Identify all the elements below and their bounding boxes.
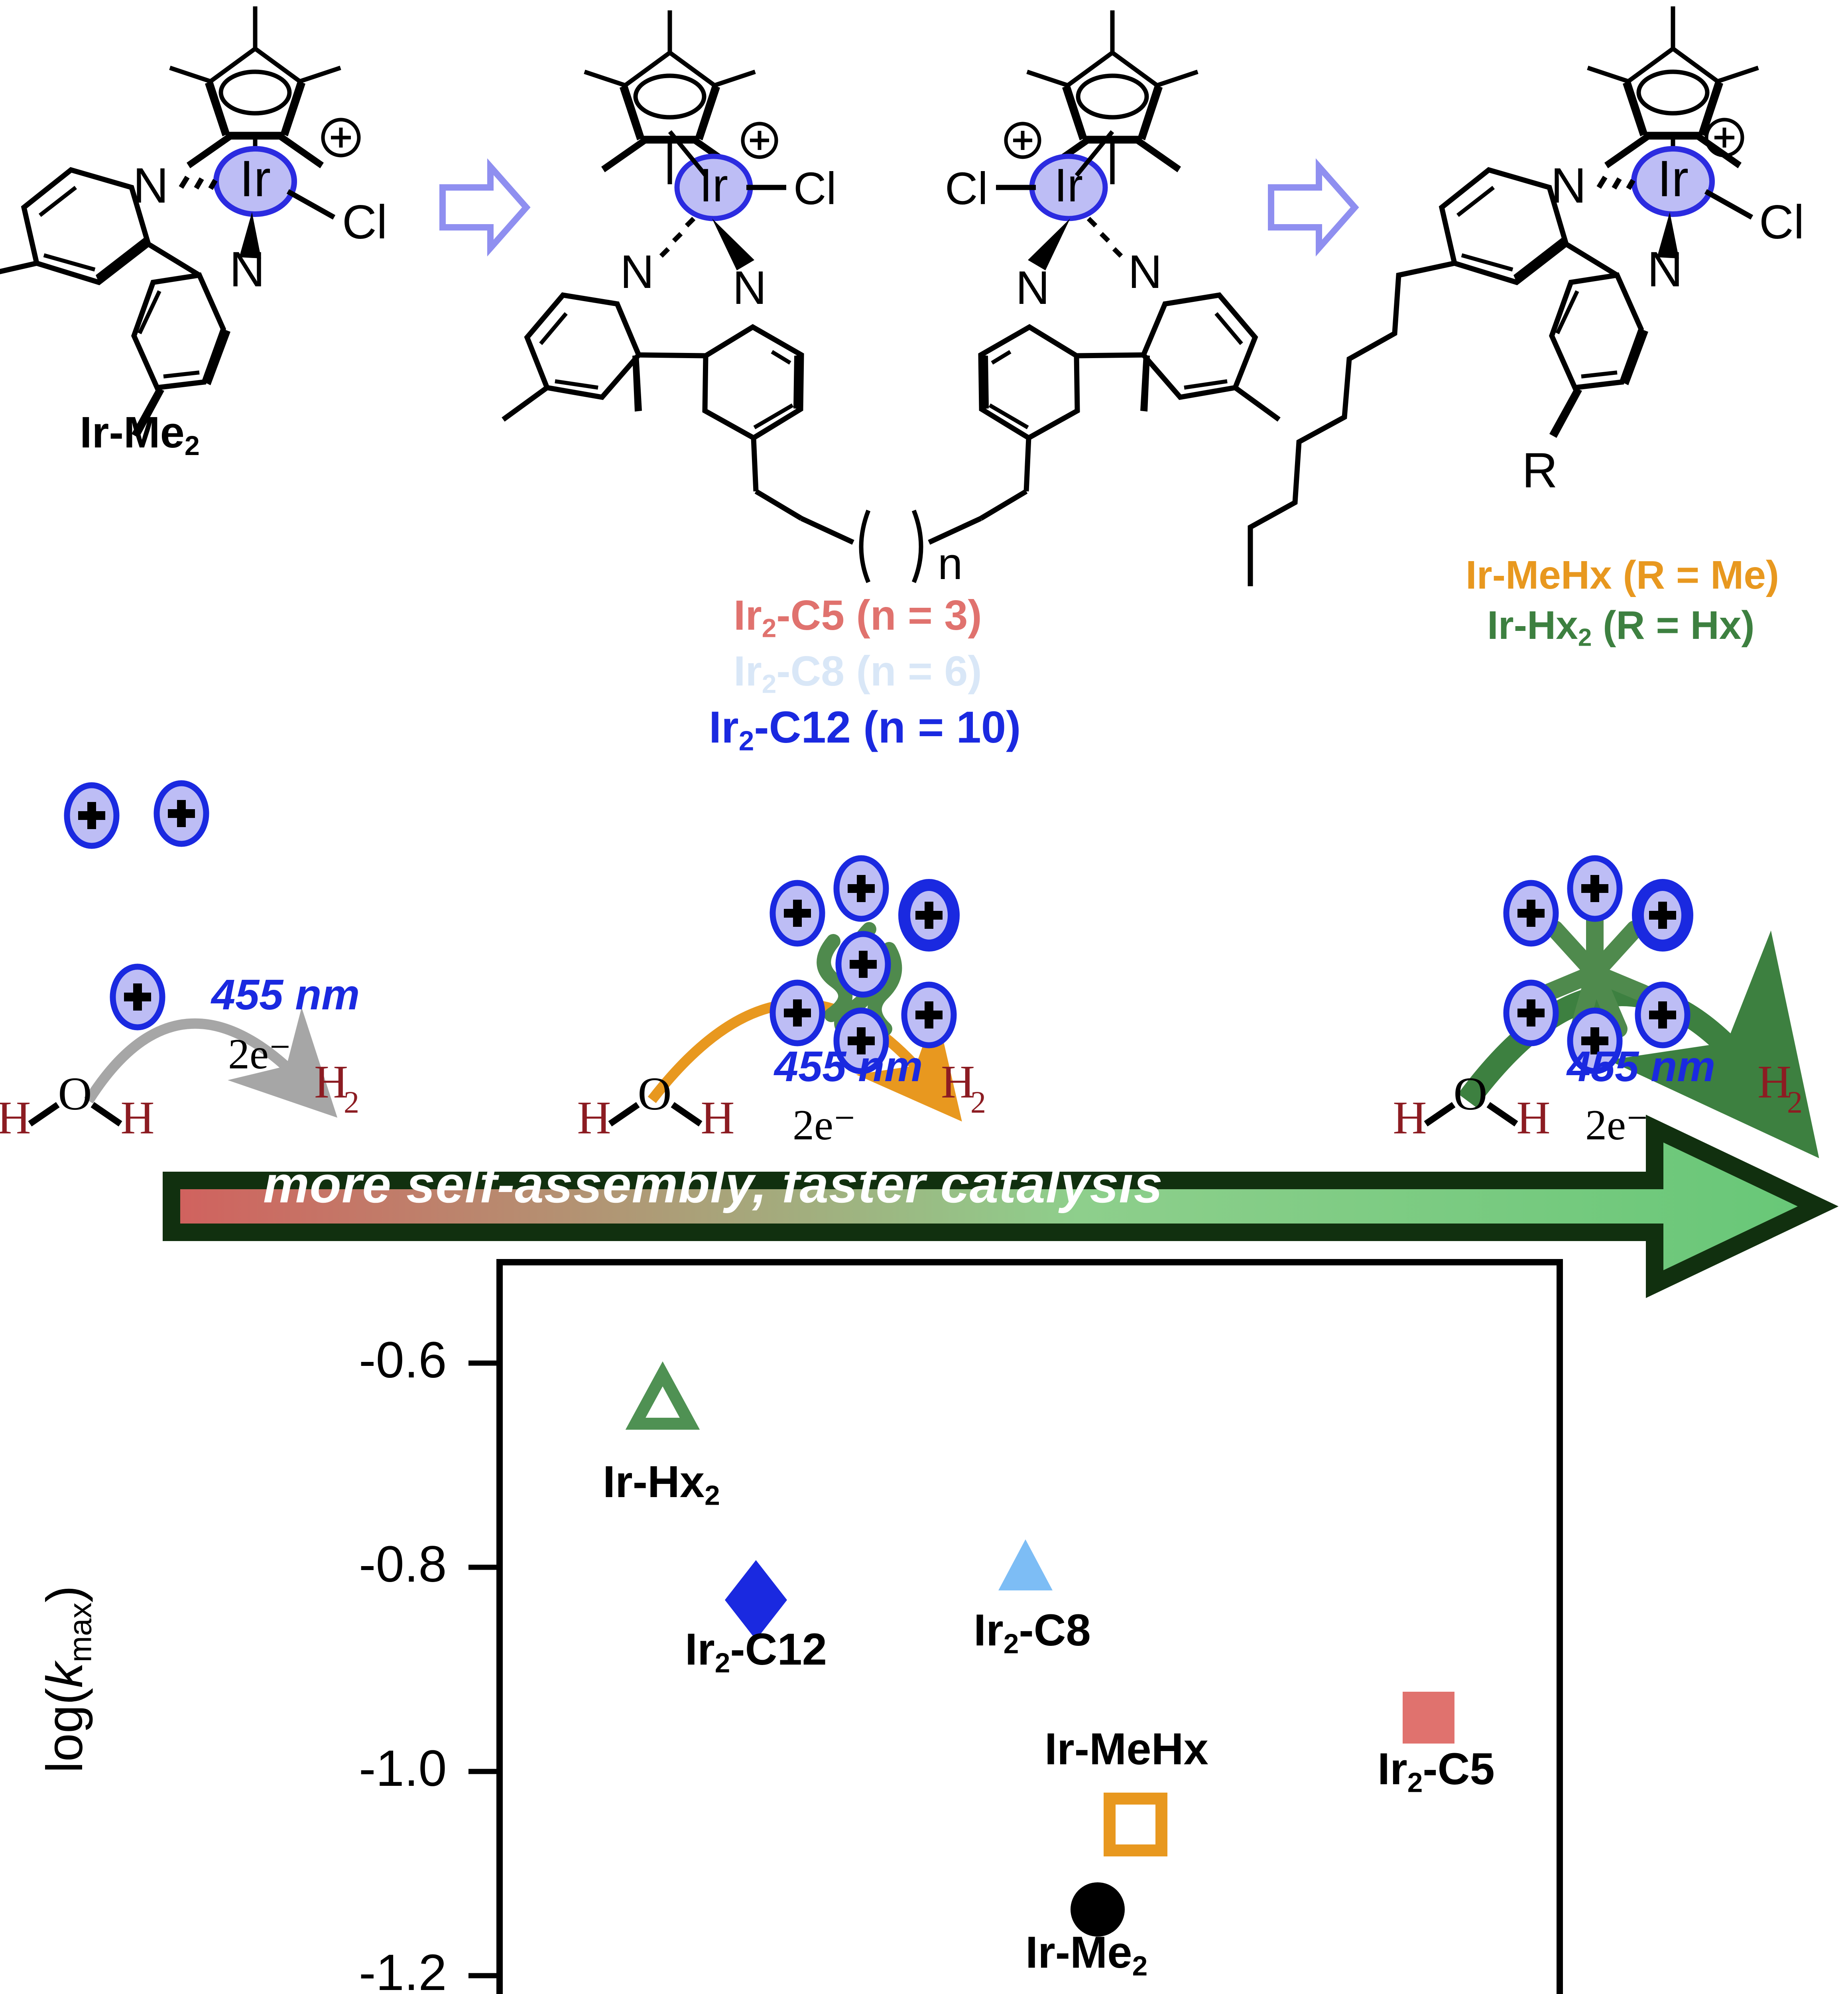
positive-charge-icon xyxy=(321,118,361,158)
positive-charge-icon xyxy=(1704,118,1744,158)
nitrogen-label-2: N xyxy=(732,262,766,314)
label-ir-mehx: Ir-MeHx (R = Me) xyxy=(1466,553,1779,597)
label-ir-hx2: Ir-Hx2 (R = Hx) xyxy=(1487,603,1755,652)
reaction-panel-full: O H H H 2 xyxy=(1393,858,1819,1159)
nitrogen-label-2: N xyxy=(1647,242,1683,297)
wedge-bond-n2 xyxy=(1028,219,1070,270)
transform-arrow-1 xyxy=(439,158,531,257)
wavelength-label-1: 455 nm xyxy=(211,970,360,1019)
reaction-panel-partial: O H H H 2 xyxy=(577,858,986,1144)
ir-atom-label: Ir xyxy=(699,159,728,212)
structure-ir2-dimer: Ir Cl N N xyxy=(502,10,1281,589)
hash-bond-n1 xyxy=(1596,175,1635,190)
structures-row: Ir Cl N N xyxy=(0,0,1848,678)
hash-bond-n1 xyxy=(1086,217,1123,258)
ytick-label-0: -0.6 xyxy=(359,1332,447,1389)
chloride-label: Cl xyxy=(793,164,836,214)
hash-bond-n1 xyxy=(659,217,696,258)
electrons-label-1: 2e⁻ xyxy=(228,1030,291,1078)
chart-svg xyxy=(468,1259,1563,1994)
h2-product-sub: 2 xyxy=(1787,1085,1803,1119)
reaction-svg: O H H H 2 xyxy=(0,678,1819,1159)
electrons-label-3: 2e⁻ xyxy=(1585,1101,1649,1149)
structure-ir-me2: Ir Cl N N xyxy=(0,6,387,438)
chloride-label: Cl xyxy=(1759,195,1804,249)
water-h-right-label: H xyxy=(120,1092,154,1144)
electrons-label-2: 2e⁻ xyxy=(793,1101,856,1149)
marker-ir2-c12 xyxy=(725,1560,787,1640)
water-oxygen-label: O xyxy=(58,1068,92,1120)
banner-arrow xyxy=(152,1115,1848,1298)
point-label-ir-mehx: Ir-MeHx xyxy=(1045,1724,1208,1774)
h2-product-label: H xyxy=(941,1056,975,1108)
h2-product-sub: 2 xyxy=(970,1085,986,1119)
alkyl-core-starburst xyxy=(1538,908,1651,1038)
h2-product-label: H xyxy=(314,1056,348,1108)
marker-ir-me2 xyxy=(1071,1882,1125,1937)
h2-product-sub: 2 xyxy=(344,1085,359,1119)
marker-ir-mehx xyxy=(1104,1793,1167,1856)
nitrogen-label-1: N xyxy=(1128,246,1162,298)
point-label-ir-me2: Ir-Me2 xyxy=(1025,1927,1148,1982)
repeat-paren-left xyxy=(859,509,871,583)
banner-shape xyxy=(163,1115,1839,1298)
water-h-left-label: H xyxy=(577,1092,611,1144)
wavelength-label-3: 455 nm xyxy=(1567,1042,1716,1090)
ir-atom-label: Ir xyxy=(240,150,271,207)
water-h-left-label: H xyxy=(0,1092,31,1144)
nitrogen-label-1: N xyxy=(620,246,654,298)
nitrogen-label-2: N xyxy=(1016,262,1049,314)
wavelength-label-2: 455 nm xyxy=(774,1042,923,1090)
h2-product-label: H xyxy=(1757,1056,1791,1108)
hash-bond-n1 xyxy=(179,175,218,190)
water-h-right-label: H xyxy=(701,1092,734,1144)
axis-ticks xyxy=(468,1360,500,1978)
wedge-bond-n2 xyxy=(712,219,754,270)
point-label-ir2-c5: Ir2-C5 xyxy=(1378,1744,1495,1798)
ytick-label-3: -1.2 xyxy=(359,1944,447,1994)
point-label-ir2-c8: Ir2-C8 xyxy=(974,1605,1091,1659)
banner-svg xyxy=(163,1115,1839,1298)
water-oxygen-label: O xyxy=(638,1068,671,1120)
point-label-ir-hx2: Ir-Hx2 xyxy=(603,1457,720,1511)
label-ir2-c5: Ir2-C5 (n = 3) xyxy=(734,592,982,643)
marker-ir-hx2 xyxy=(625,1361,700,1430)
marker-ir2-c5 xyxy=(1403,1692,1454,1744)
water-oxygen-label: O xyxy=(1453,1068,1487,1120)
nitrogen-label-2: N xyxy=(229,242,265,297)
wedge-bond-n2 xyxy=(1657,212,1679,258)
structure-ir-mehx: Ir Cl N N xyxy=(1248,6,1804,586)
hexyl-chain xyxy=(1248,260,1455,586)
transform-arrow-2 xyxy=(1268,158,1359,257)
label-ir2-c12: Ir2-C12 (n = 10) xyxy=(709,702,1021,757)
structures-svg: Ir Cl N N xyxy=(0,0,1804,589)
wedge-bond-n2 xyxy=(239,212,261,258)
chloride-label: Cl xyxy=(945,164,988,214)
repeat-paren-right xyxy=(911,509,923,583)
catalysis-arrow-gray xyxy=(84,1007,338,1118)
label-ir2-c8: Ir2-C8 (n = 6) xyxy=(734,648,982,699)
marker-ir2-c8 xyxy=(998,1539,1053,1590)
ir-atom-label: Ir xyxy=(1054,159,1083,212)
scatter-chart xyxy=(0,1236,1848,1994)
water-h-left-label: H xyxy=(1393,1092,1427,1144)
reaction-panel-monomer: O H H H 2 xyxy=(0,783,359,1144)
data-markers xyxy=(625,1361,1454,1937)
repeat-index-n: n xyxy=(938,539,962,589)
positive-charge-icon xyxy=(741,122,778,159)
ytick-label-1: -0.8 xyxy=(359,1536,447,1593)
chloride-label: Cl xyxy=(342,195,387,249)
point-label-ir2-c12: Ir2-C12 xyxy=(685,1624,827,1679)
water-h-right-label: H xyxy=(1516,1092,1550,1144)
banner-text: more self-assembly, faster catalysis xyxy=(263,1155,1163,1214)
ir-atom-label: Ir xyxy=(1657,150,1689,207)
reaction-row: O H H H 2 xyxy=(0,678,1848,1159)
y-axis-title: log(kmax) xyxy=(36,1585,98,1773)
positive-charge-icon xyxy=(1004,122,1041,159)
label-ir-me2: Ir-Me2 xyxy=(80,408,200,461)
plot-frame xyxy=(496,1259,1563,1994)
ytick-label-2: -1.0 xyxy=(359,1740,447,1797)
r-group-label: R xyxy=(1522,443,1558,498)
